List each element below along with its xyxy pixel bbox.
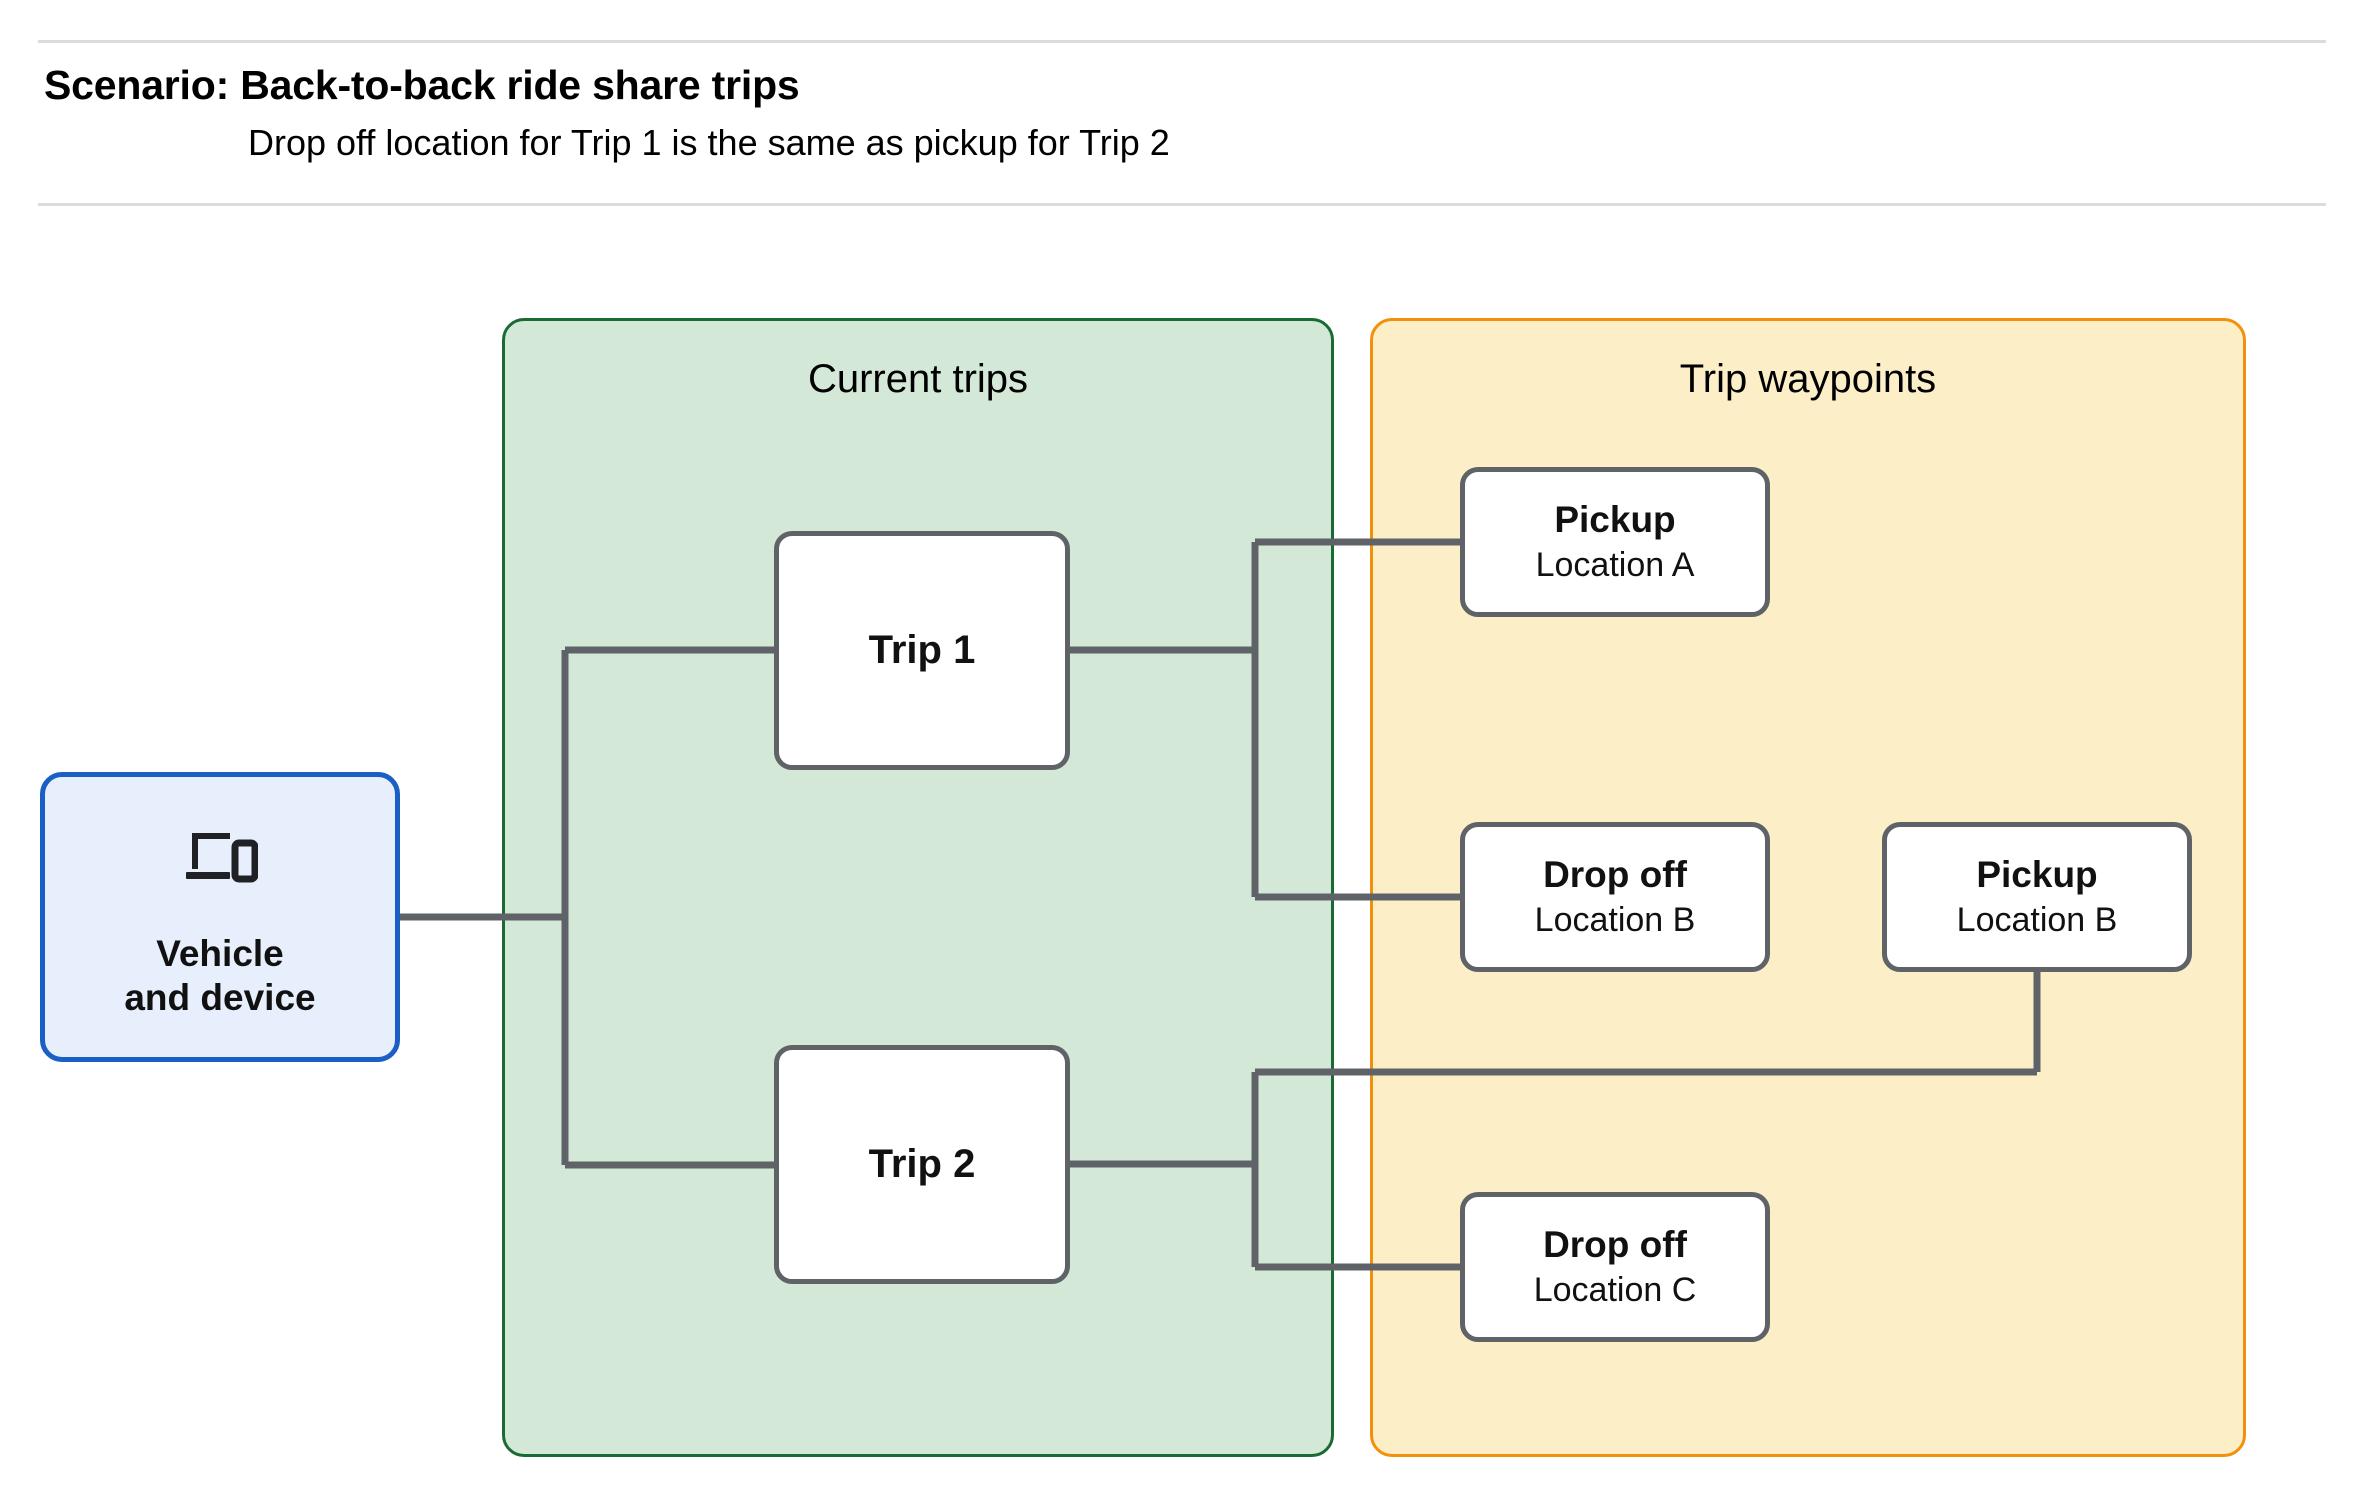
node-trip-1-label: Trip 1 bbox=[868, 627, 976, 672]
node-trip-1[interactable]: Trip 1 bbox=[774, 531, 1070, 770]
header-divider-bottom bbox=[38, 203, 2326, 206]
node-dropoff-c-location: Location C bbox=[1533, 1271, 1697, 1310]
node-pickup-location-a[interactable]: Pickup Location A bbox=[1460, 467, 1770, 617]
page-title: Scenario: Back-to-back ride share trips bbox=[44, 62, 800, 108]
group-current-trips-label: Current trips bbox=[807, 357, 1029, 401]
node-trip-2[interactable]: Trip 2 bbox=[774, 1045, 1070, 1284]
node-trip-2-label: Trip 2 bbox=[868, 1141, 976, 1186]
node-dropoff-location-c[interactable]: Drop off Location C bbox=[1460, 1192, 1770, 1342]
node-pickup-a-location: Location A bbox=[1535, 546, 1695, 585]
page-subtitle: Drop off location for Trip 1 is the same… bbox=[248, 122, 1170, 163]
group-trip-waypoints-label: Trip waypoints bbox=[1679, 357, 1937, 401]
node-vehicle-and-device[interactable]: Vehicle and device bbox=[40, 772, 400, 1062]
group-current-trips: Current trips bbox=[502, 318, 1334, 1457]
node-pickup-a-title: Pickup bbox=[1554, 498, 1676, 540]
node-dropoff-b-location: Location B bbox=[1534, 901, 1696, 940]
devices-icon bbox=[182, 827, 259, 892]
node-pickup-location-b[interactable]: Pickup Location B bbox=[1882, 822, 2192, 972]
node-dropoff-location-b[interactable]: Drop off Location B bbox=[1460, 822, 1770, 972]
node-vehicle-label: Vehicle and device bbox=[124, 933, 316, 1018]
node-pickup-b-location: Location B bbox=[1956, 901, 2118, 940]
node-dropoff-c-title: Drop off bbox=[1543, 1223, 1687, 1265]
header-divider-top bbox=[38, 40, 2326, 43]
node-dropoff-b-title: Drop off bbox=[1543, 853, 1687, 895]
node-pickup-b-title: Pickup bbox=[1976, 853, 2098, 895]
